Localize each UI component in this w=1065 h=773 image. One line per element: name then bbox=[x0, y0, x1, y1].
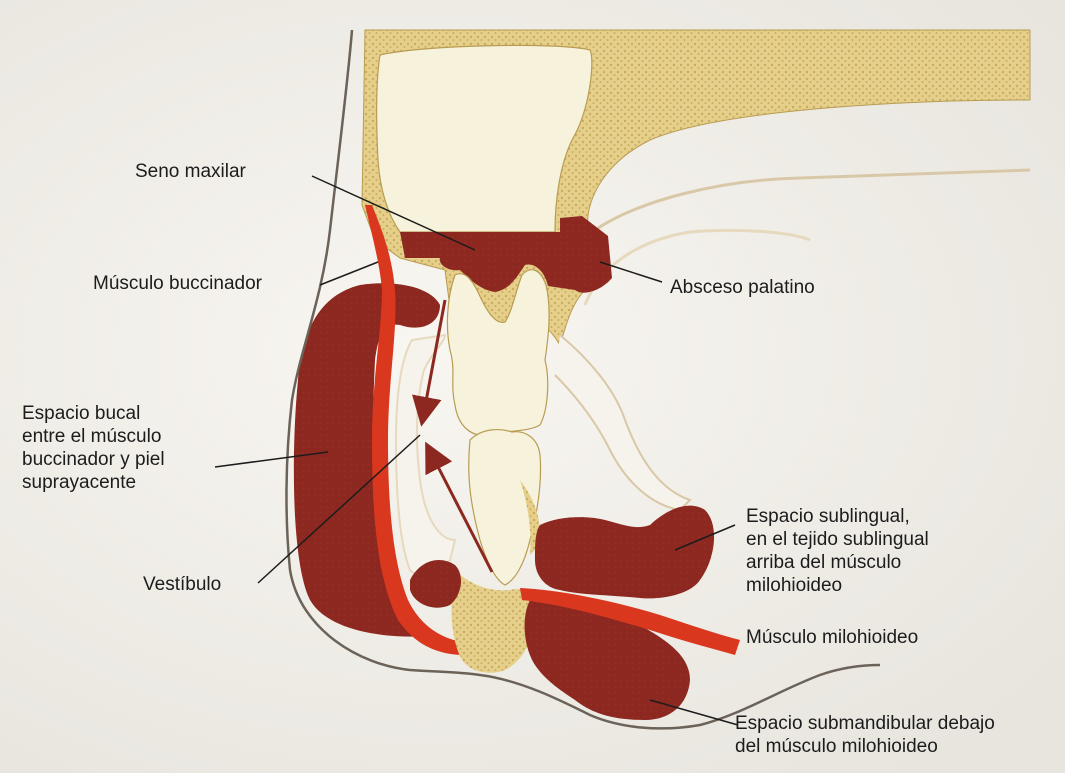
palate-outline bbox=[595, 170, 1030, 230]
label-absceso-palatino: Absceso palatino bbox=[670, 276, 815, 299]
lingual-mucosa-outline bbox=[555, 335, 690, 510]
label-musculo-buccinador: Músculo buccinador bbox=[93, 272, 262, 295]
vestibule-mucosa bbox=[396, 335, 455, 575]
label-seno-maxilar: Seno maxilar bbox=[135, 160, 246, 183]
label-vestibulo: Vestíbulo bbox=[143, 573, 221, 596]
label-musculo-milohioideo: Músculo milohioideo bbox=[746, 626, 918, 649]
label-espacio-submandibular: Espacio submandibular debajo del músculo… bbox=[735, 712, 995, 758]
label-espacio-bucal: Espacio bucal entre el músculo buccinado… bbox=[22, 402, 165, 494]
espacio-sublingual-region bbox=[535, 506, 714, 599]
leader-musculo-buccinador bbox=[320, 262, 378, 285]
label-espacio-sublingual: Espacio sublingual, en el tejido subling… bbox=[746, 505, 929, 597]
mandible-bone bbox=[451, 570, 535, 673]
